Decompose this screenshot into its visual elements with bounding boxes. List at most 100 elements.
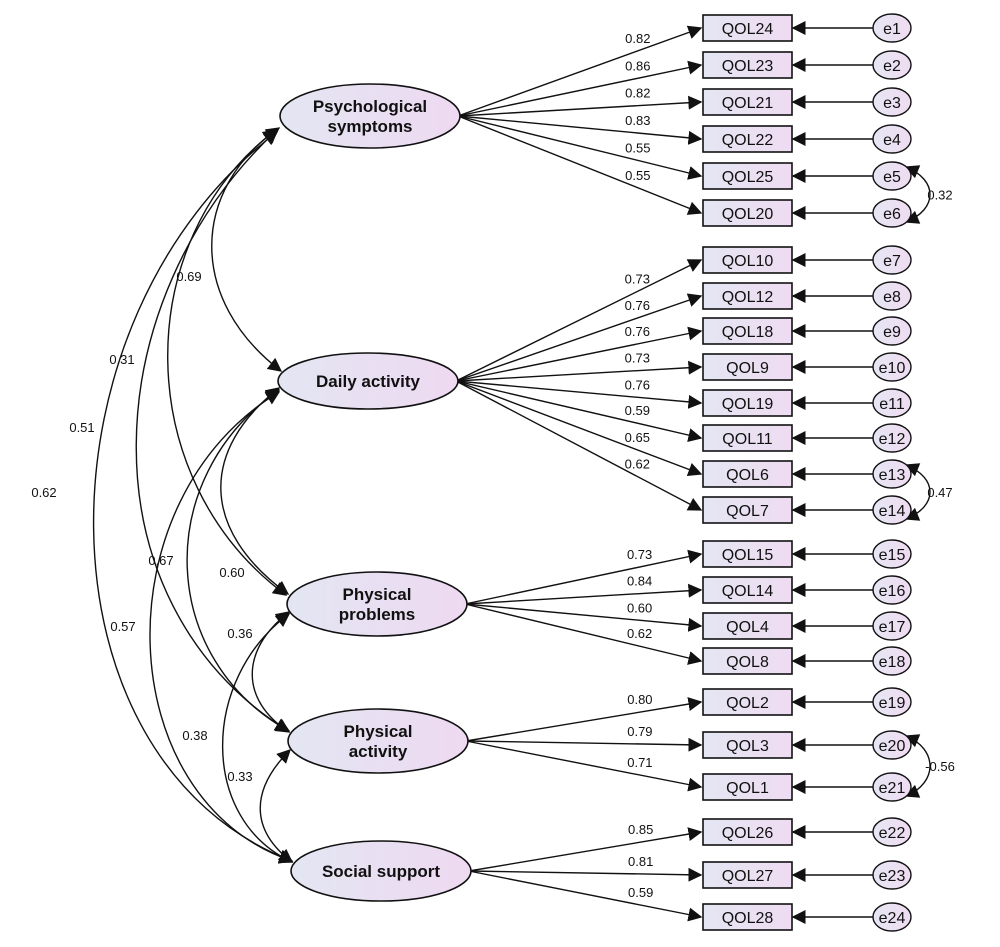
error-label: e2 (883, 58, 901, 75)
error-label: e11 (879, 396, 905, 413)
indicator-box: QOL9 (702, 353, 793, 381)
error-label: e20 (879, 738, 906, 755)
error-ellipse (872, 281, 912, 311)
indicator-label: QOL27 (722, 868, 774, 885)
indicator-label: QOL12 (722, 289, 774, 306)
indicator-label: QOL22 (722, 132, 774, 149)
loading-path (457, 60, 703, 117)
error-covariance-path (904, 165, 931, 224)
error-ellipse (872, 423, 912, 453)
latent-ellipse (279, 83, 461, 149)
error-label: e23 (879, 868, 906, 885)
indicator-label: QOL23 (722, 58, 774, 75)
error-term: e4 (872, 124, 912, 154)
error-label: e5 (883, 169, 901, 186)
error-label: e1 (883, 21, 901, 38)
error-ellipse (872, 459, 912, 489)
loading-path (455, 360, 703, 382)
indicator-label: QOL11 (722, 431, 773, 448)
error-term: e14 (872, 495, 912, 525)
error-label: e8 (883, 289, 901, 306)
indicator-box: QOL24 (702, 14, 793, 42)
correlation-path-physprob-social (222, 613, 294, 864)
loading-label: 0.79 (627, 724, 652, 739)
indicator-box: QOL2 (702, 688, 793, 716)
error-ellipse (872, 539, 912, 569)
correlation-path-psych-physprob (167, 129, 288, 596)
observed-indicators: QOL24QOL23QOL21QOL22QOL25QOL20QOL10QOL12… (702, 14, 793, 931)
indicator-box: QOL20 (702, 199, 793, 227)
indicator-rect (702, 903, 793, 931)
indicator-label: QOL21 (722, 95, 774, 112)
loading-path (455, 259, 703, 382)
loading-path (455, 380, 703, 409)
loading-label: 0.59 (628, 885, 653, 900)
indicator-rect (702, 540, 793, 568)
indicator-box: QOL6 (702, 460, 793, 488)
correlation-label: 0.57 (110, 619, 135, 634)
error-ellipse (872, 87, 912, 117)
loading-label: 0.73 (627, 547, 652, 562)
loading-label: 0.76 (625, 377, 650, 392)
indicator-box: QOL11 (702, 424, 793, 452)
error-ellipse (872, 611, 912, 641)
loading-path (464, 603, 703, 632)
error-ellipse (872, 388, 912, 418)
error-term: e10 (872, 352, 912, 382)
indicator-box: QOL22 (702, 125, 793, 153)
loading-path (455, 380, 703, 511)
loading-label: 0.85 (628, 822, 653, 837)
error-ellipse (872, 245, 912, 275)
loading-label: 0.62 (627, 626, 652, 641)
error-label: e9 (883, 324, 901, 341)
indicator-rect (702, 353, 793, 381)
error-covariances: 0.320.47-0.56 (904, 165, 955, 798)
loading-label: 0.82 (625, 86, 650, 101)
error-term: e8 (872, 281, 912, 311)
indicator-box: QOL23 (702, 51, 793, 79)
error-term: e7 (872, 245, 912, 275)
latent-label: problems (339, 605, 416, 624)
loading-label: 0.76 (625, 298, 650, 313)
indicator-label: QOL26 (722, 825, 774, 842)
error-ellipse (872, 316, 912, 346)
loading-path (457, 25, 703, 117)
error-label: e21 (879, 780, 906, 797)
indicator-box: QOL14 (702, 576, 793, 604)
correlation-label: 0.69 (176, 269, 201, 284)
latent-label: Physical (343, 585, 412, 604)
loading-path (464, 549, 703, 605)
loading-path (455, 293, 703, 382)
error-ellipse (872, 50, 912, 80)
loading-path (457, 115, 703, 145)
indicator-rect (702, 199, 793, 227)
error-ellipse (872, 730, 912, 760)
loading-label: 0.59 (625, 403, 650, 418)
error-covariance-label: 0.47 (927, 485, 952, 500)
error-label: e10 (879, 360, 906, 377)
error-label: e3 (883, 95, 901, 112)
indicator-label: QOL20 (722, 206, 774, 223)
latent-factor-social: Social support (290, 840, 472, 902)
error-covariance-label: -0.56 (925, 759, 955, 774)
loading-label: 0.84 (627, 574, 652, 589)
loading-path (464, 603, 703, 665)
loading-path (465, 737, 703, 752)
loading-path (455, 380, 703, 477)
loading-path (464, 583, 703, 605)
correlation-path-physact-social (259, 749, 294, 863)
error-ellipse (872, 13, 912, 43)
correlation-path-daily-physact (186, 389, 291, 732)
error-term: e3 (872, 87, 912, 117)
loading-label: 0.62 (625, 457, 650, 472)
loading-label: 0.71 (627, 755, 652, 770)
latent-label: Daily activity (316, 372, 420, 391)
error-term: e15 (872, 539, 912, 569)
latent-label: symptoms (327, 117, 412, 136)
indicator-label: QOL2 (726, 695, 769, 712)
indicator-box: QOL12 (702, 282, 793, 310)
indicator-rect (702, 88, 793, 116)
latent-factor-daily: Daily activity (277, 352, 459, 410)
error-term: e1 (872, 13, 912, 43)
